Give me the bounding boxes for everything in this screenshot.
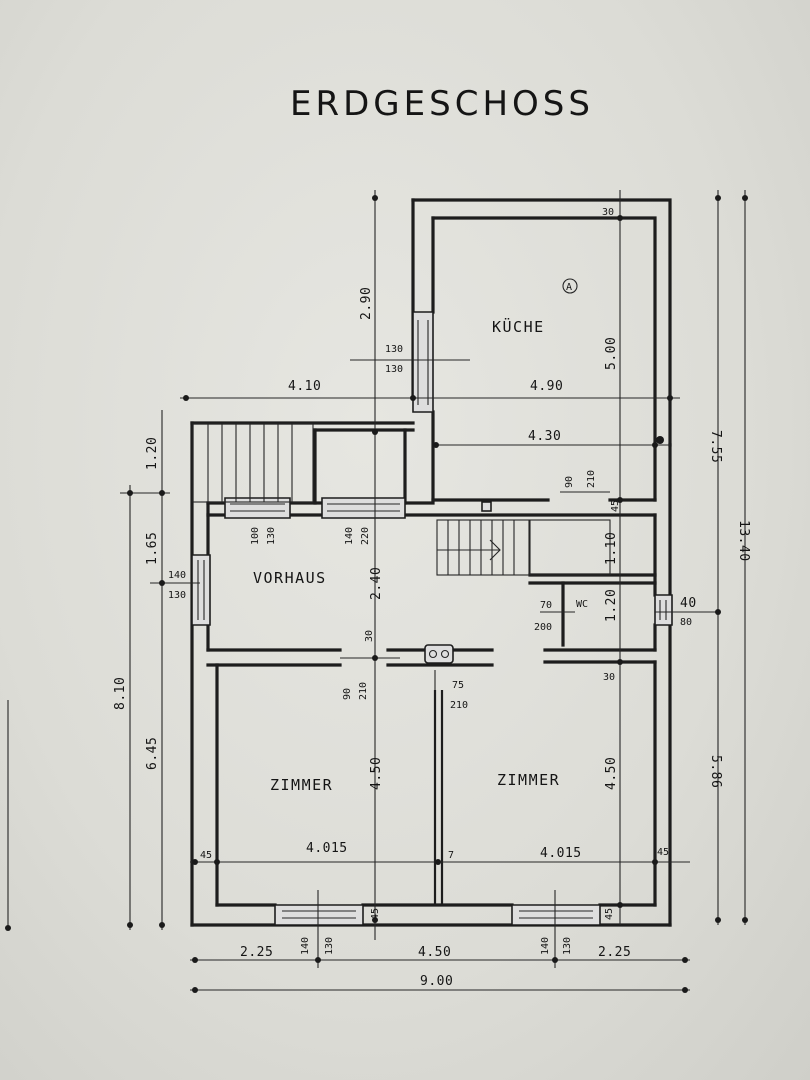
dim-7: 7 bbox=[448, 850, 454, 861]
window1-width: 100 bbox=[250, 527, 261, 545]
zimmer-door2-height: 210 bbox=[450, 700, 468, 711]
dim-7-55: 7.55 bbox=[708, 430, 723, 463]
vorhaus-window-height: 130 bbox=[168, 590, 186, 601]
room-label-wc: WC bbox=[576, 599, 588, 610]
dim-13-40: 13.40 bbox=[736, 520, 751, 562]
vorhaus-window-width: 140 bbox=[168, 570, 186, 581]
plan-title: ERDGESCHOSS bbox=[290, 84, 594, 124]
opening-labels: 130 130 140 130 100 130 140 220 90 210 7… bbox=[168, 344, 597, 955]
dim-1-65: 1.65 bbox=[145, 532, 160, 565]
kueche-window-height: 130 bbox=[385, 364, 403, 375]
room-label-zimmer-right: ZIMMER bbox=[497, 771, 560, 789]
dim-4-50-right: 4.50 bbox=[604, 757, 619, 790]
dim-30-door: 30 bbox=[364, 630, 375, 642]
dim-45-bottom-right: 45 bbox=[604, 908, 615, 920]
dim-2-25-left: 2.25 bbox=[240, 945, 273, 960]
dim-8-10: 8.10 bbox=[113, 677, 128, 710]
section-marker bbox=[562, 278, 578, 294]
dim-45-bottom-left: 45 bbox=[370, 908, 381, 920]
zimmer-door1-width: 90 bbox=[342, 688, 353, 700]
kitchen-door-width: 90 bbox=[564, 476, 575, 488]
dim-30-mid: 30 bbox=[603, 672, 615, 683]
section-marker-label: A bbox=[566, 282, 572, 293]
walls bbox=[190, 198, 672, 927]
dim-2-25-right: 2.25 bbox=[598, 945, 631, 960]
wc-door-height: 200 bbox=[534, 622, 552, 633]
dim-5-00: 5.00 bbox=[604, 337, 619, 370]
door1-height: 220 bbox=[360, 527, 371, 545]
dim-4-30: 4.30 bbox=[528, 429, 561, 444]
zimmer-window1-width: 140 bbox=[300, 937, 311, 955]
dim-4-90: 4.90 bbox=[530, 379, 563, 394]
room-label-vorhaus: VORHAUS bbox=[253, 569, 327, 587]
kueche-window-width: 130 bbox=[385, 344, 403, 355]
dim-4-50-bottom: 4.50 bbox=[418, 945, 451, 960]
zimmer-window1-height: 130 bbox=[324, 937, 335, 955]
zimmer-window2-height: 130 bbox=[562, 937, 573, 955]
dim-1-20-left: 1.20 bbox=[145, 437, 160, 470]
room-label-kueche: KÜCHE bbox=[492, 317, 545, 336]
dim-4-10: 4.10 bbox=[288, 379, 321, 394]
dim-1-20-wc: 1.20 bbox=[604, 589, 619, 622]
dim-45-stair: 45 bbox=[610, 500, 621, 512]
dim-4-50-left: 4.50 bbox=[369, 757, 384, 790]
dim-4-015-right: 4.015 bbox=[540, 846, 582, 861]
zimmer-window2-width: 140 bbox=[540, 937, 551, 955]
dim-4-015-left: 4.015 bbox=[306, 841, 348, 856]
dimension-lines bbox=[5, 190, 748, 993]
dim-5-86: 5.86 bbox=[708, 755, 723, 788]
dim-40: 40 bbox=[680, 596, 697, 611]
dim-45-left: 45 bbox=[200, 850, 212, 861]
dimension-labels: 4.10 4.90 4.30 4.015 4.015 2.25 4.50 2.2… bbox=[113, 207, 751, 989]
dim-30-top: 30 bbox=[602, 207, 614, 218]
room-label-zimmer-left: ZIMMER bbox=[270, 776, 333, 794]
kitchen-door-height: 210 bbox=[586, 470, 597, 488]
stairs bbox=[192, 423, 611, 576]
dim-80: 80 bbox=[680, 617, 692, 628]
window1-height: 130 bbox=[266, 527, 277, 545]
dim-1-10: 1.10 bbox=[604, 532, 619, 565]
zimmer-door1-height: 210 bbox=[358, 682, 369, 700]
room-labels: KÜCHE VORHAUS ZIMMER ZIMMER WC A bbox=[253, 278, 588, 794]
door1-width: 140 bbox=[344, 527, 355, 545]
dim-2-90: 2.90 bbox=[359, 287, 374, 320]
zimmer-door2-width: 75 bbox=[452, 680, 464, 691]
wc-door-width: 70 bbox=[540, 600, 552, 611]
dim-45-right: 45 bbox=[657, 847, 669, 858]
dim-6-45: 6.45 bbox=[145, 737, 160, 770]
dim-2-40: 2.40 bbox=[369, 567, 384, 600]
windows-and-doors bbox=[191, 311, 673, 926]
dim-9-00: 9.00 bbox=[420, 974, 453, 989]
